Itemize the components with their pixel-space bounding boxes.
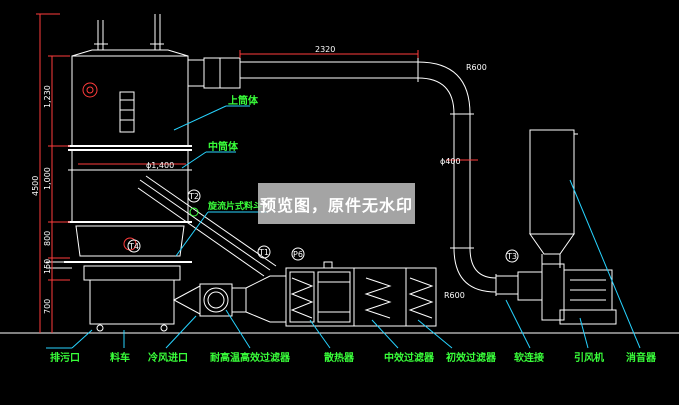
label-cold-air-inlet: 冷风进口 [148,351,188,364]
label-silencer: 消音器 [626,351,657,364]
callout-t1-text: T1 [258,248,269,257]
dim-upper-height: 1,230 [43,85,52,108]
dim-bottom-seg-2: 150 [43,259,52,274]
callout-t4 [127,239,141,253]
callout-p6-text: P6 [293,250,303,259]
label-hepa-filter: 耐高温高效过滤器 [210,351,291,364]
dim-pipe-diameter: ϕ400 [440,157,461,166]
callout-t4-text: T4 [128,242,139,251]
label-middle-body: 中筒体 [208,140,239,153]
label-heater: 散热器 [324,351,355,364]
dim-pipe-length: 2320 [315,45,335,54]
watermark-banner: 预览图，原件无水印 [258,183,415,224]
dim-body-diameter: ϕ1,400 [146,161,174,170]
fan-silencer [529,129,617,325]
callout-t3-text: T3 [506,252,517,261]
callouts [127,189,519,263]
label-cart: 料车 [110,351,130,364]
callout-t3 [505,249,519,263]
dimension-lines [36,13,478,333]
callout-t1 [257,245,271,259]
dim-middle-height: 1,000 [43,167,52,190]
label-primary-filter: 初效过滤器 [446,351,497,364]
callout-t2-text: T2 [188,192,199,201]
dim-bottom-seg-3: 700 [43,299,52,314]
dim-total-height: 4500 [31,176,40,196]
dim-bend-radius-top: R600 [466,63,487,72]
dim-bend-radius-bottom: R600 [444,291,465,300]
inclined-hopper [137,175,277,277]
label-medium-filter: 中效过滤器 [384,351,435,364]
callout-p6 [291,247,305,261]
filter-train [285,261,437,327]
label-spray-gun: 旋流片式料斗 [207,200,262,212]
label-drain: 排污口 [50,351,80,364]
label-fan: 引风机 [574,351,604,364]
label-upper-body: 上筒体 [228,94,259,107]
cold-air-inlet [172,275,287,323]
dryer-tower [46,14,205,332]
exhaust-duct [203,57,543,301]
label-soft-joint: 软连接 [514,351,544,364]
callout-t2 [187,189,201,203]
dim-bottom-seg-1: 800 [43,231,52,246]
